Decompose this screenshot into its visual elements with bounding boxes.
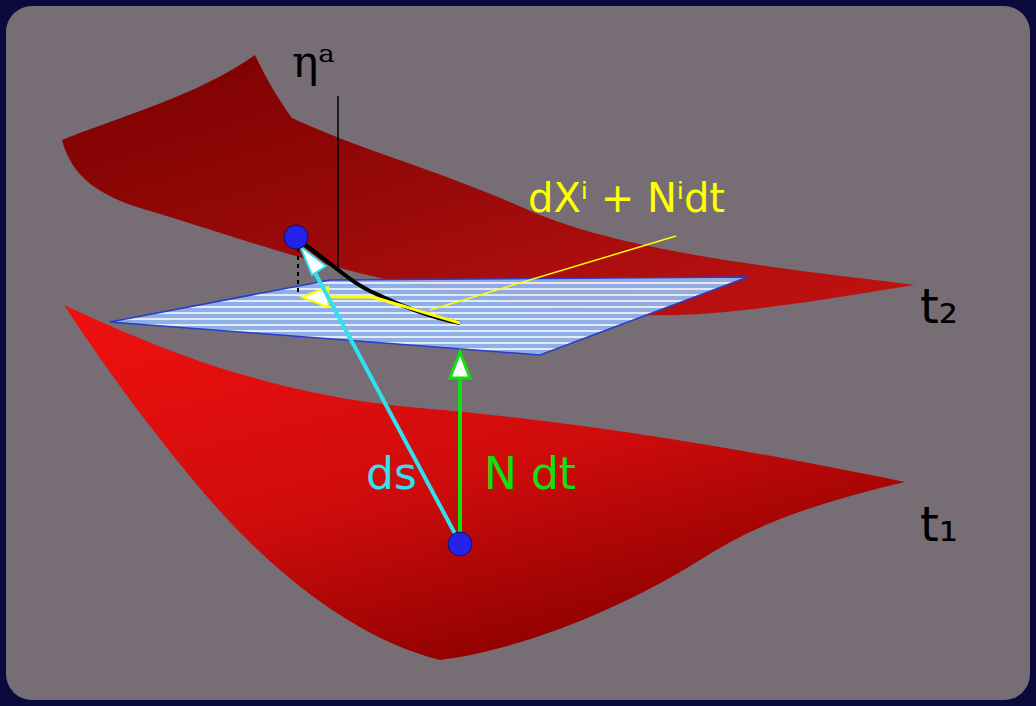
interval-line (306, 256, 460, 543)
surface-t2 (62, 55, 915, 315)
leader-line (337, 96, 339, 272)
time-label: t₂ (920, 282, 958, 330)
projection-dash (297, 248, 299, 296)
lapse-label: N dt (484, 452, 576, 496)
leader-line (430, 236, 676, 310)
event-point (284, 225, 308, 249)
arrow-head (450, 352, 470, 378)
time-label: t₁ (920, 500, 958, 548)
interval-label: ds (366, 452, 417, 496)
surface-t1 (64, 305, 905, 660)
shift-label: dXⁱ + Nⁱdt (528, 178, 725, 218)
lapse-vector (458, 372, 462, 543)
panel (6, 6, 1030, 700)
event-point (448, 532, 472, 556)
eta-label: ηᵃ (292, 40, 335, 84)
arrow-head (300, 246, 326, 275)
